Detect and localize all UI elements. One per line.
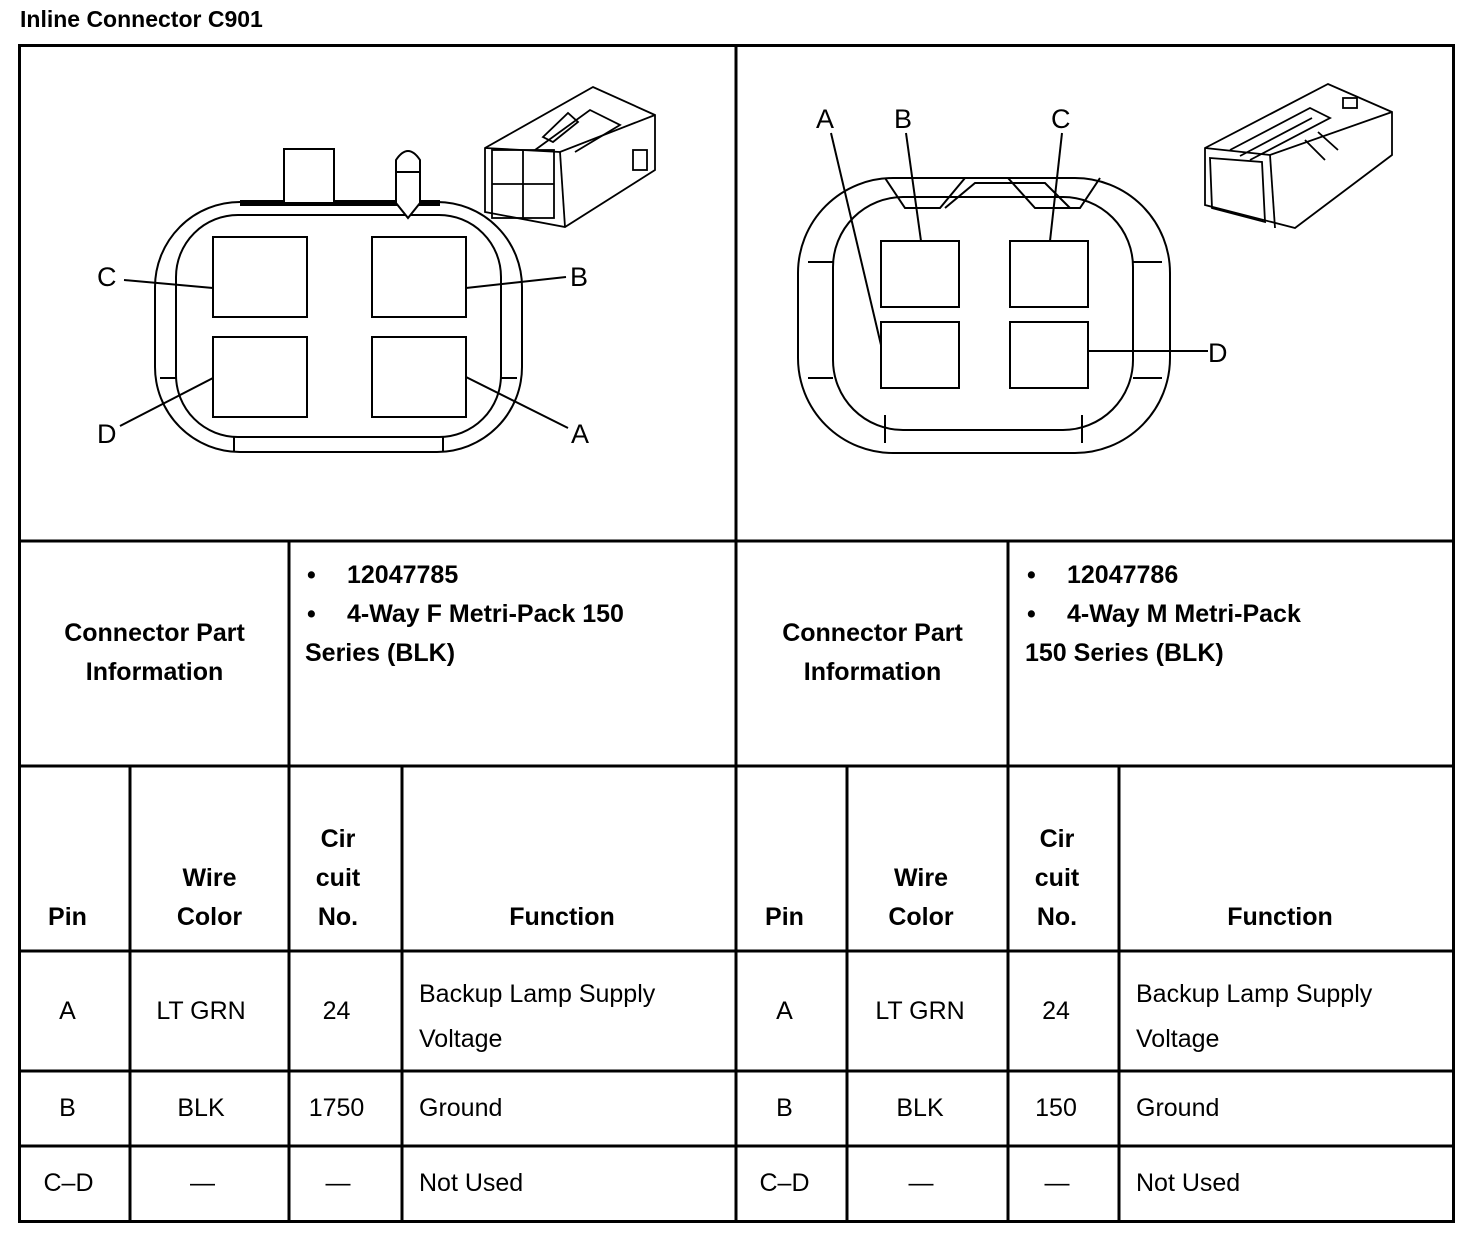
leader-d [119,377,214,427]
part-number-right: •12047786 [1027,561,1179,589]
pin-d [1009,321,1089,389]
cell-wire: LT GRN [156,997,246,1025]
cell-function: Not Used [419,1169,524,1197]
part-desc-right: •4-Way M Metri-Pack [1027,600,1301,628]
part-info-right: •12047786 •4-Way M Metri-Pack 150 Series… [1025,556,1445,673]
cell-wire: LT GRN [875,997,965,1025]
leader-b-male [905,132,922,242]
pin-b [880,240,960,308]
cell-pin: C–D [759,1169,810,1197]
cell-circuit: 24 [322,997,351,1025]
cell-wire: — [190,1169,215,1197]
leader-a-male [830,132,882,346]
cavity-a [371,336,467,418]
label-d: D [97,419,117,449]
cell-circuit: 1750 [308,1094,365,1122]
cavity-d [212,336,308,418]
connector-face-female: C B D A [97,85,656,453]
part-info-left: •12047785 •4-Way F Metri-Pack 150 Series… [305,556,725,673]
cell-pin: B [776,1094,793,1122]
leader-c [123,279,214,289]
cell-circuit: — [325,1169,351,1197]
pin-a [880,321,960,389]
part-desc-left: •4-Way F Metri-Pack 150 [307,600,624,628]
col-header-function-left: Function [509,903,615,931]
female-polarizing-key [395,150,421,220]
col-header-pin-left: Pin [48,903,87,931]
cell-pin: A [59,997,76,1025]
cell-pin: C–D [43,1169,94,1197]
cell-function: Ground [1136,1094,1220,1122]
pin-c [1009,240,1089,308]
cell-function: Not Used [1136,1169,1241,1197]
cell-circuit: 150 [1035,1094,1077,1122]
cell-wire: BLK [177,1094,225,1122]
label-b: B [570,262,588,292]
part-info-label-left: Connector Part Information [64,619,245,686]
male-inner-shell [832,196,1134,431]
cell-pin: B [59,1094,76,1122]
part-info-label-right: Connector Part Information [782,619,963,686]
label-a: A [571,419,589,449]
cell-circuit: — [1044,1169,1070,1197]
cavity-c [212,236,308,318]
leader-c-male [1049,132,1063,242]
part-number-left: •12047785 [307,561,459,589]
col-header-function-right: Function [1227,903,1333,931]
female-latch-tab [283,148,335,204]
label-c-male: C [1051,104,1071,134]
cell-circuit: 24 [1042,997,1070,1025]
leader-a [465,376,569,429]
leader-b [465,276,567,289]
label-d-male: D [1208,338,1228,368]
cell-wire: BLK [896,1094,944,1122]
label-b-male: B [894,104,912,134]
cell-function: Ground [419,1094,503,1122]
cell-wire: — [908,1169,934,1197]
label-a-male: A [816,104,834,134]
label-c: C [97,262,117,292]
connector-face-male: A B C D [797,83,1393,454]
female-inner-shell [175,214,502,438]
col-header-pin-right: Pin [765,903,804,931]
male-outer-shell [797,177,1171,454]
page-title: Inline Connector C901 [20,6,263,32]
male-plug-illustration [1204,83,1393,229]
cell-pin: A [776,997,793,1025]
cavity-b [371,236,467,318]
female-plug-illustration [484,85,656,228]
